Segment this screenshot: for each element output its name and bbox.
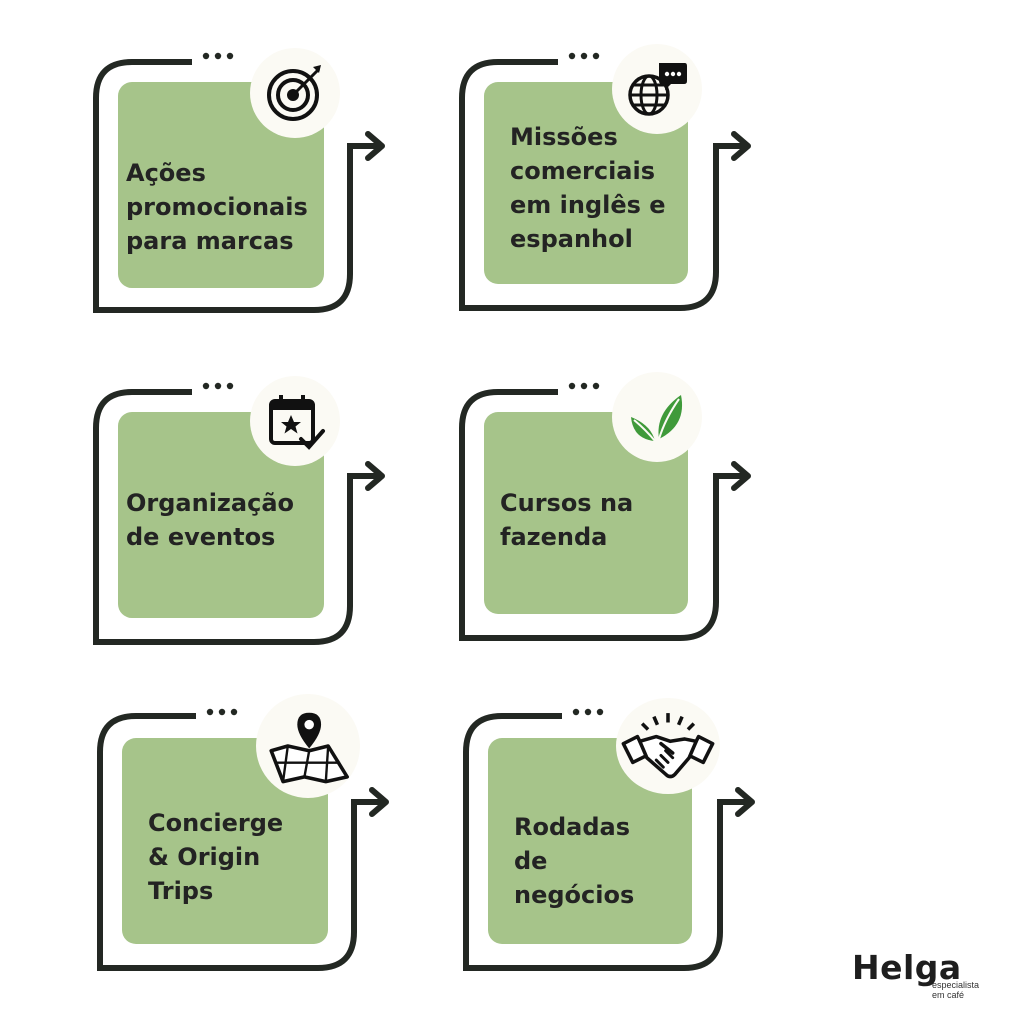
card-frame	[93, 382, 385, 645]
handshake-icon	[616, 698, 720, 794]
leaves-icon	[612, 372, 702, 462]
card-frame	[97, 708, 389, 971]
service-card-promotional-actions: Ações promocionais para marcas	[92, 48, 392, 332]
calendar-star-icon	[250, 376, 340, 466]
brand-logo: Helga especialista em café	[852, 948, 979, 1000]
service-card-business-rounds: Rodadas de negócios	[462, 698, 762, 986]
logo-wordmark: Helga	[852, 948, 962, 987]
card-label: Cursos na fazenda	[500, 489, 634, 551]
card-label: Rodadas de negócios	[514, 813, 635, 909]
card-frame	[459, 52, 751, 311]
card-frame	[459, 382, 751, 641]
globe-chat-icon	[612, 44, 702, 134]
service-card-farm-courses: Cursos na fazenda	[458, 372, 758, 662]
service-card-trade-missions: Missões comerciais em inglês e espanhol	[458, 44, 758, 332]
map-pin-icon	[256, 694, 360, 798]
logo-tagline: especialista em café	[932, 980, 980, 1000]
card-frame	[463, 708, 755, 971]
card-label: Concierge & Origin Trips	[148, 809, 284, 905]
card-label: Missões comerciais em inglês e espanhol	[510, 123, 666, 253]
service-card-event-organization: Organização de eventos	[92, 376, 392, 662]
card-label: Ações promocionais para marcas	[126, 159, 308, 255]
card-label: Organização de eventos	[126, 489, 294, 551]
card-frame	[93, 52, 385, 313]
target-icon	[250, 48, 340, 138]
service-card-concierge-trips: Concierge & Origin Trips	[96, 694, 396, 986]
